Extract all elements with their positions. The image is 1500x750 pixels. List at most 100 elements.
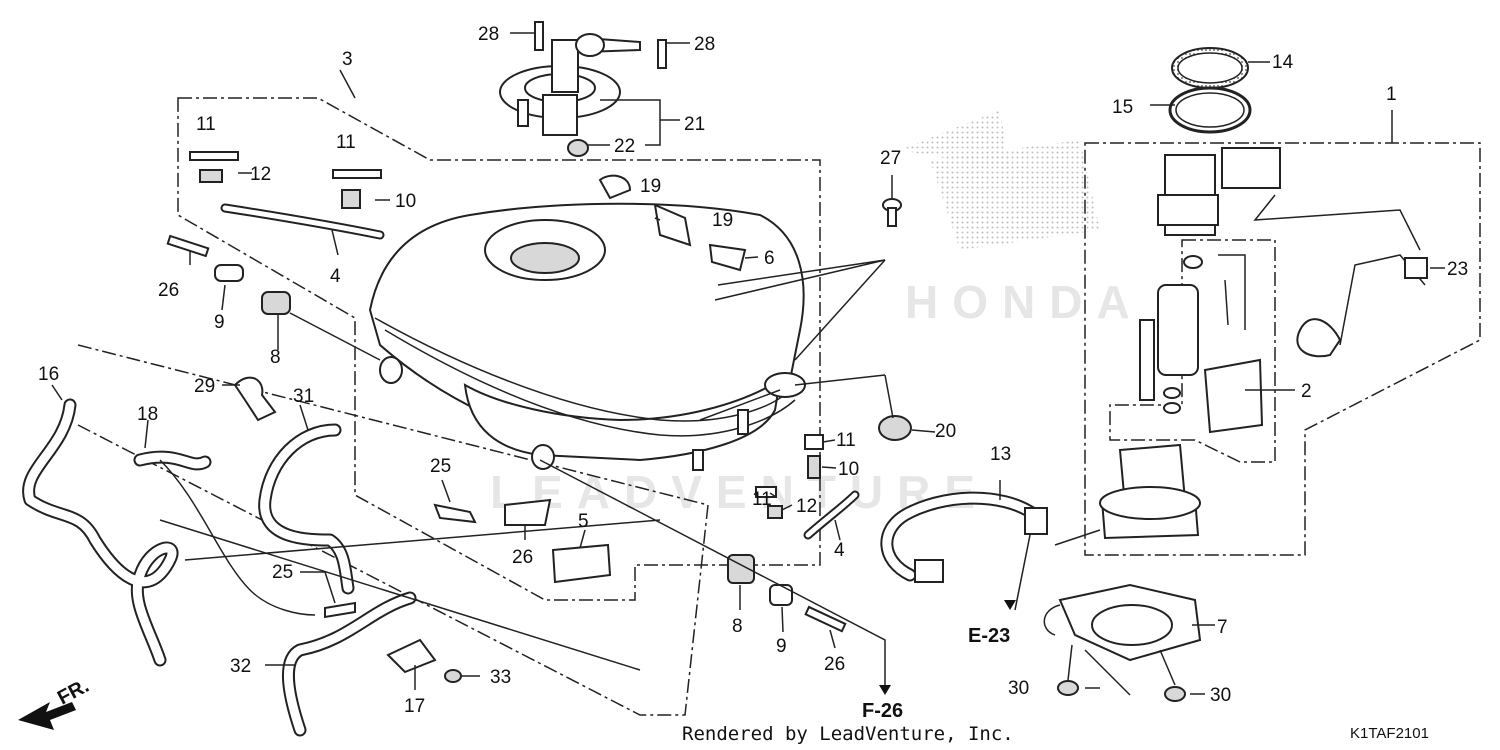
callout-26-a: 26 bbox=[158, 280, 179, 301]
hose-13 bbox=[880, 491, 1048, 583]
callout-30-a: 30 bbox=[1008, 678, 1029, 699]
brand-watermark-text: HONDA bbox=[905, 276, 1144, 328]
bolt-28-left bbox=[534, 21, 544, 51]
hose-group-outline bbox=[77, 344, 709, 716]
callout-2: 2 bbox=[1301, 381, 1312, 402]
callout-3: 3 bbox=[342, 49, 353, 70]
ref-f26-arrow bbox=[879, 685, 891, 695]
callout-11-c: 11 bbox=[836, 430, 856, 451]
bolt-28-right bbox=[657, 39, 667, 69]
nut-30-left bbox=[1057, 680, 1079, 696]
bolt-33 bbox=[444, 669, 462, 683]
callout-20: 20 bbox=[935, 421, 956, 442]
callout-25-a: 25 bbox=[430, 456, 451, 477]
callout-33: 33 bbox=[490, 667, 511, 688]
ref-e23-label: E-23 bbox=[968, 625, 1010, 647]
pad-10-right bbox=[807, 455, 821, 479]
callout-8-b: 8 bbox=[732, 616, 743, 637]
callout-7: 7 bbox=[1217, 617, 1228, 638]
diagram-code: K1TAF2101 bbox=[1350, 725, 1429, 742]
callout-32: 32 bbox=[230, 656, 251, 677]
callout-17: 17 bbox=[404, 696, 425, 717]
credit-text: Rendered by LeadVenture, Inc. bbox=[682, 723, 1014, 745]
callout-labels: 28 28 21 22 3 11 12 11 10 4 26 9 8 29 31… bbox=[38, 24, 1468, 717]
callout-26-b: 26 bbox=[824, 654, 845, 675]
joint-24 bbox=[324, 601, 356, 619]
bracket-7 bbox=[1043, 583, 1202, 662]
callout-11-a: 11 bbox=[196, 114, 216, 135]
callout-9-b: 9 bbox=[776, 636, 787, 657]
pump-assembly-outline bbox=[1084, 142, 1481, 556]
callout-21: 21 bbox=[684, 114, 705, 135]
leadventure-watermark: LEADVENTURE bbox=[490, 466, 989, 518]
callout-28-left: 28 bbox=[478, 24, 499, 45]
label-25-a bbox=[433, 503, 477, 524]
callout-14: 14 bbox=[1272, 52, 1294, 73]
callout-4-b: 4 bbox=[834, 540, 845, 561]
callout-16: 16 bbox=[38, 364, 59, 385]
pad-12-left bbox=[199, 169, 223, 183]
label-19-a bbox=[598, 174, 632, 200]
front-arrow-label: FR. bbox=[54, 675, 93, 710]
tank-assembly-outline bbox=[177, 97, 821, 601]
pad-11-right bbox=[804, 434, 824, 450]
collar-9-right bbox=[769, 584, 793, 606]
pad-11-lower bbox=[755, 486, 777, 498]
nut-30-right bbox=[1164, 686, 1186, 702]
grommet-20 bbox=[878, 415, 912, 441]
pad-11-left bbox=[189, 151, 239, 161]
callout-12-a: 12 bbox=[250, 164, 271, 185]
callout-10-b: 10 bbox=[838, 459, 859, 480]
callout-18: 18 bbox=[137, 404, 158, 425]
clip-29 bbox=[233, 376, 277, 422]
callout-13: 13 bbox=[990, 444, 1011, 465]
pad-11-mid bbox=[332, 169, 382, 179]
callout-19-a: 19 bbox=[640, 176, 661, 197]
callout-11-d: 11 bbox=[752, 489, 772, 510]
hose-31 bbox=[258, 423, 355, 595]
fuel-pump-module bbox=[1099, 147, 1428, 540]
callout-24: 25 bbox=[272, 562, 293, 583]
callout-25-b: 26 bbox=[512, 547, 533, 568]
callout-12-b: 12 bbox=[796, 496, 817, 517]
callout-9-a: 9 bbox=[214, 312, 225, 333]
hose-16 bbox=[22, 398, 179, 667]
fuel-tank bbox=[368, 202, 806, 471]
bolt-26-left bbox=[166, 234, 210, 258]
leader-lines bbox=[51, 32, 1445, 696]
callout-19-b: 19 bbox=[712, 210, 733, 231]
callout-5: 5 bbox=[578, 511, 589, 532]
pump-subassembly-outline bbox=[1109, 239, 1276, 463]
bolt-27 bbox=[882, 198, 902, 227]
pad-12-lower bbox=[767, 505, 783, 519]
hose-18 bbox=[133, 450, 316, 616]
callout-27: 27 bbox=[880, 148, 901, 169]
hose-32 bbox=[281, 591, 417, 737]
bracket-17 bbox=[386, 638, 437, 674]
ref-f26-label: F-26 bbox=[862, 700, 903, 722]
callout-30-b: 30 bbox=[1210, 685, 1231, 706]
callout-15: 15 bbox=[1112, 97, 1133, 118]
label-19-b bbox=[653, 203, 692, 247]
callout-11-b: 11 bbox=[336, 132, 356, 153]
label-5 bbox=[551, 543, 612, 584]
callout-4-a: 4 bbox=[330, 266, 341, 287]
collar-9-left bbox=[214, 264, 244, 282]
part-22 bbox=[567, 139, 589, 157]
mount-8-left bbox=[261, 291, 291, 315]
callout-28-right: 28 bbox=[694, 34, 715, 55]
callout-29: 29 bbox=[194, 376, 215, 397]
label-25-b bbox=[504, 498, 552, 526]
front-arrow: FR. bbox=[18, 675, 93, 730]
callout-6: 6 bbox=[764, 248, 775, 269]
callout-23: 23 bbox=[1447, 259, 1468, 280]
label-6 bbox=[708, 243, 747, 272]
callout-1: 1 bbox=[1386, 84, 1397, 105]
ref-e23-arrow bbox=[1004, 600, 1016, 610]
brand-watermark: HONDA bbox=[900, 110, 1144, 328]
bolt-26-right bbox=[804, 605, 847, 633]
callout-8-a: 8 bbox=[270, 347, 281, 368]
pad-10-mid bbox=[341, 189, 361, 209]
